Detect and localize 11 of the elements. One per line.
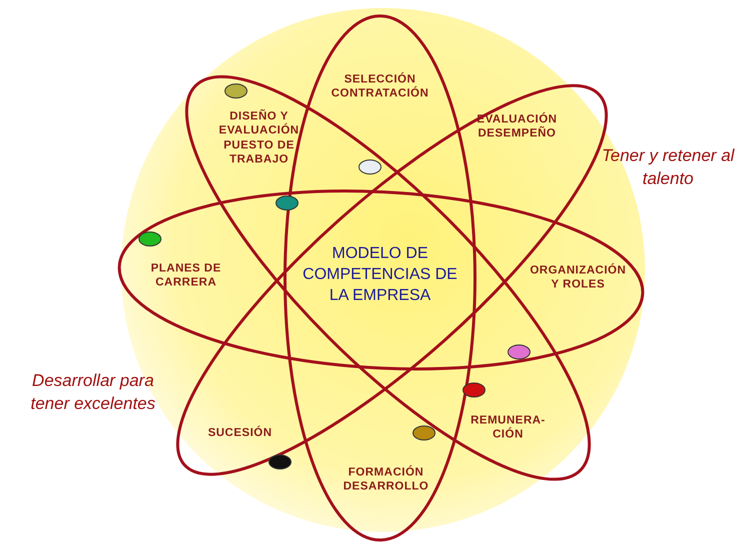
area-label: PLANES DE CARRERA: [150, 262, 222, 289]
area-label: SELECCIÓN CONTRATACIÓN: [331, 74, 429, 100]
note-text: Desarrollar para tener excelentes: [30, 371, 156, 413]
center-title: MODELO DE COMPETENCIAS DE LA EMPRESA: [302, 244, 458, 304]
area-label: FORMACIÓN DESARROLLO: [343, 466, 429, 493]
area-label: DISEÑO Y EVALUACIÓN PUESTO DE TRABAJO: [218, 110, 300, 166]
area-label: SUCESIÓN: [208, 426, 272, 439]
area-label: EVALUACIÓN DESEMPEÑO: [476, 114, 558, 140]
area-label: REMUNERA-CIÓN: [470, 414, 546, 441]
area-label: ORGANIZACIÓN Y ROLES: [530, 264, 626, 291]
note-text: Tener y retener al talento: [602, 146, 734, 188]
